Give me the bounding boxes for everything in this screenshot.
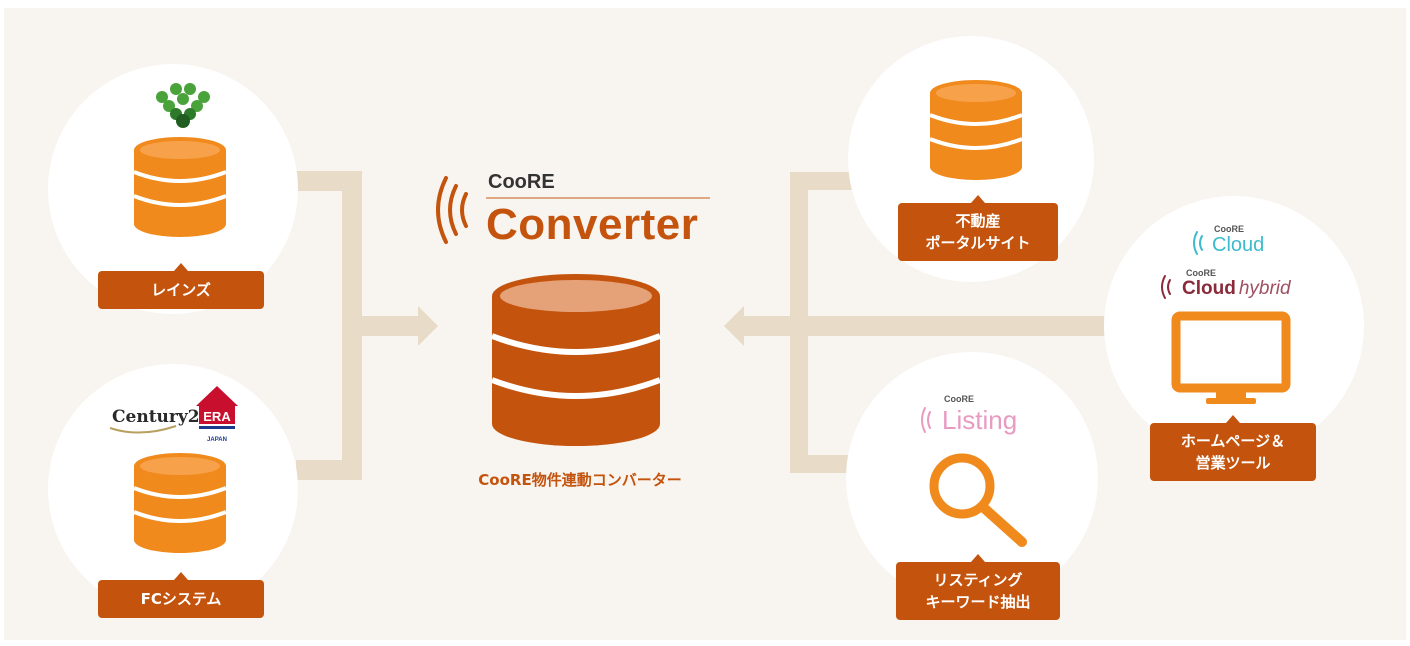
listing-label-line1: リスティング: [933, 571, 1023, 589]
svg-text:Century21: Century21: [112, 407, 211, 427]
hybrid-brand-suffix: hybrid: [1238, 278, 1291, 299]
era-logo-icon: ERA JAPAN: [196, 386, 238, 443]
label-notch: [174, 572, 188, 580]
portal-label-line2: ポータルサイト: [925, 234, 1031, 252]
cloud-brand-title: Cloud: [1212, 234, 1265, 256]
database-icon: [928, 78, 1024, 182]
listing-brand-small: CooRE: [944, 394, 974, 404]
signal-icon: [1193, 231, 1203, 255]
homepage-label: ホームページ＆ 営業ツール: [1150, 415, 1316, 481]
reins-logo-icon: [156, 83, 210, 128]
label-notch: [971, 195, 985, 203]
converter-divider: [486, 197, 710, 199]
listing-brand-title: Listing: [942, 405, 1018, 435]
database-icon: [132, 135, 228, 239]
converter-brand-small: CooRE: [488, 171, 555, 193]
search-icon: [929, 453, 1027, 547]
hybrid-brand-small: CooRE: [1186, 268, 1216, 278]
converter-caption: CooRE物件連動コンバーター: [478, 471, 682, 489]
signal-icon: [921, 407, 931, 433]
homepage-label-line1: ホームページ＆: [1180, 432, 1286, 450]
monitor-icon: [1171, 311, 1291, 404]
fc-label-text: FCシステム: [140, 590, 222, 608]
converter-title: Converter: [486, 200, 699, 249]
database-icon: [132, 451, 228, 555]
svg-text:ERA: ERA: [203, 409, 231, 424]
listing-label: リスティング キーワード抽出: [896, 554, 1060, 620]
listing-label-line2: キーワード抽出: [925, 593, 1031, 611]
homepage-circle: [1104, 196, 1364, 456]
fc-label: FCシステム: [98, 572, 264, 618]
svg-text:JAPAN: JAPAN: [207, 437, 227, 443]
signal-icon: [1161, 275, 1171, 299]
portal-label-line1: 不動産: [955, 212, 1001, 230]
label-notch: [971, 554, 985, 562]
hybrid-brand-cloud: Cloud: [1182, 278, 1236, 299]
label-notch: [174, 263, 188, 271]
cloud-brand-small: CooRE: [1214, 224, 1244, 234]
homepage-label-line2: 営業ツール: [1195, 454, 1271, 472]
reins-label-text: レインズ: [151, 281, 211, 299]
century21-logo-icon: Century21: [109, 407, 211, 434]
label-notch: [1226, 415, 1240, 423]
portal-label: 不動産 ポータルサイト: [898, 195, 1058, 261]
database-icon: [490, 274, 662, 446]
reins-label: レインズ: [98, 263, 264, 309]
signal-icon: [436, 176, 468, 244]
